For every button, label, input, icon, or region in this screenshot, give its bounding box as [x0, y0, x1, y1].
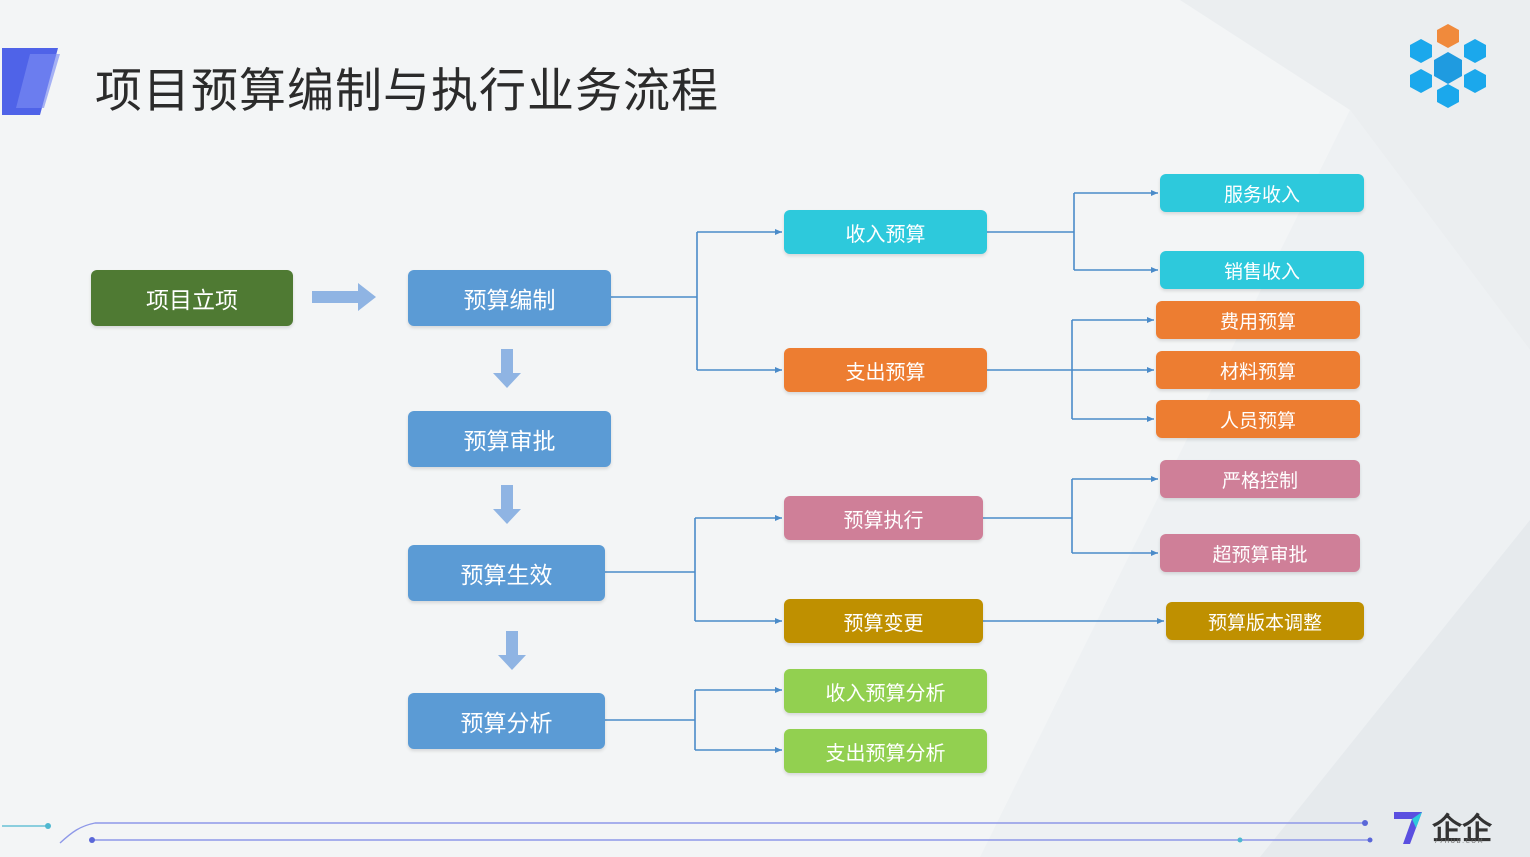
brand-logo-icon [1394, 812, 1422, 844]
logo-hex-center [1434, 52, 1462, 84]
logo-hex-upper-right [1464, 39, 1486, 63]
node-staff-budget: 人员预算 [1156, 400, 1360, 438]
node-income-budget-analysis: 收入预算分析 [784, 669, 987, 713]
brand-url: 77HUB.COM [1434, 838, 1485, 845]
down-arrow-icon [493, 485, 521, 524]
brand-name: 企企 [1432, 812, 1492, 847]
hexagon-logo-icon [1410, 24, 1486, 108]
down-arrow-icon [498, 631, 526, 670]
node-service-income: 服务收入 [1160, 174, 1364, 212]
node-material-budget: 材料预算 [1156, 351, 1360, 389]
logo-hex-lower-right [1464, 69, 1486, 93]
node-strict-control: 严格控制 [1160, 460, 1360, 498]
node-budget-analysis: 预算分析 [408, 693, 605, 749]
logo-hex-upper-left [1410, 39, 1432, 63]
node-version-adjust: 预算版本调整 [1166, 602, 1364, 640]
node-budget-execution: 预算执行 [784, 496, 983, 540]
node-cost-budget: 费用预算 [1156, 301, 1360, 339]
node-expense-budget: 支出预算 [784, 348, 987, 392]
node-sales-income: 销售收入 [1160, 251, 1364, 289]
page-title: 项目预算编制与执行业务流程 [95, 64, 719, 119]
node-budget-effective: 预算生效 [408, 545, 605, 601]
logo-hex-bottom [1437, 84, 1459, 108]
node-budget-change: 预算变更 [784, 599, 983, 643]
node-budget-approval: 预算审批 [408, 411, 611, 467]
right-arrow-icon [312, 283, 376, 311]
node-expense-budget-analysis: 支出预算分析 [784, 729, 987, 773]
footer-decoration [2, 820, 1373, 844]
logo-hex-top [1437, 24, 1459, 48]
node-income-budget: 收入预算 [784, 210, 987, 254]
node-budget-compile: 预算编制 [408, 270, 611, 326]
node-project-setup: 项目立项 [91, 270, 293, 326]
node-over-budget-approval: 超预算审批 [1160, 534, 1360, 572]
logo-hex-lower-left [1410, 69, 1432, 93]
down-arrow-icon [493, 349, 521, 388]
